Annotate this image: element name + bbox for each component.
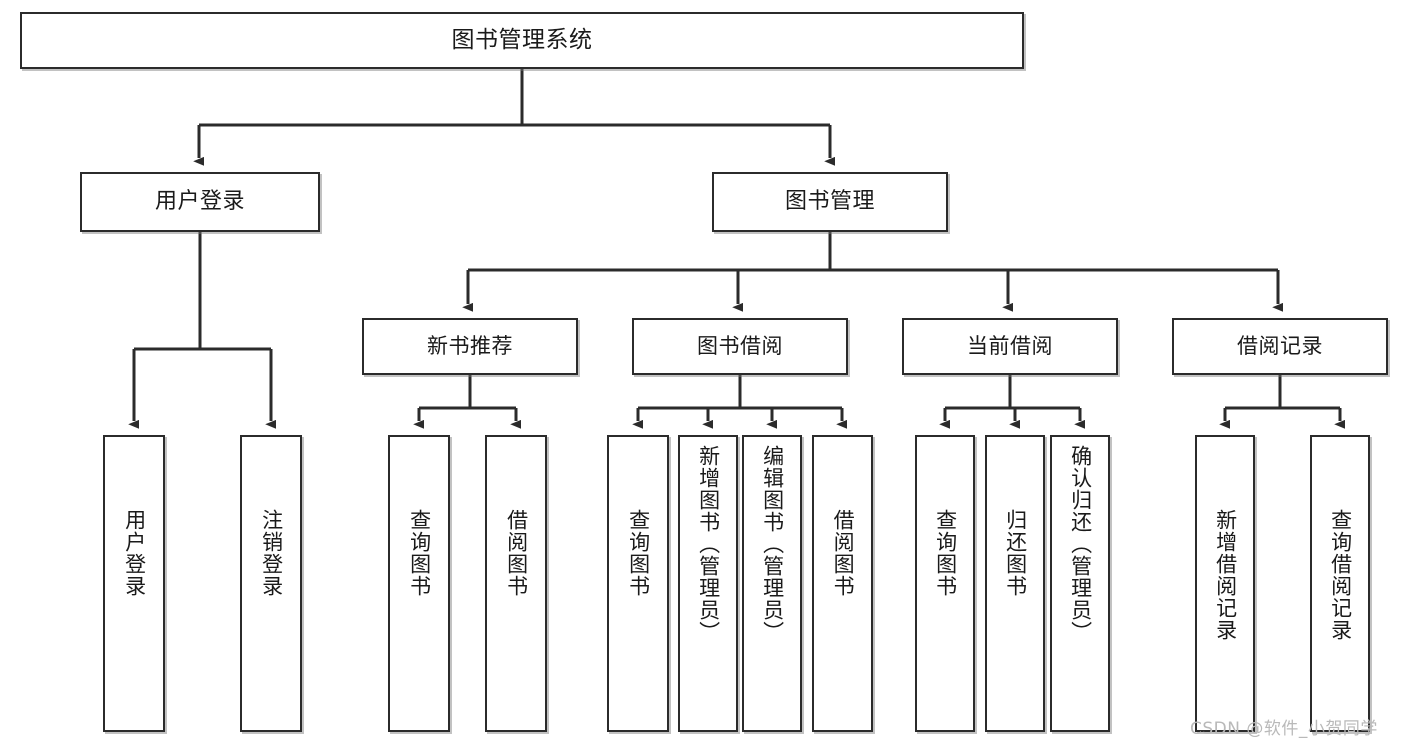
node-borrow-record[interactable]: 借阅记录 (1172, 318, 1388, 375)
leaf-return-book-label: 归还图书 (1003, 509, 1028, 597)
leaf-query-record-label: 查询借阅记录 (1328, 509, 1353, 641)
leaf-user-login-label: 用户登录 (122, 509, 147, 597)
leaf-logout[interactable]: 注销登录 (240, 435, 302, 732)
leaf-query-book-1-label: 查询图书 (407, 509, 432, 597)
node-user-login[interactable]: 用户登录 (80, 172, 320, 232)
leaf-borrow-book-2-label: 借阅图书 (831, 509, 856, 597)
leaf-add-record[interactable]: 新增借阅记录 (1195, 435, 1255, 732)
leaf-add-record-label: 新增借阅记录 (1213, 509, 1238, 641)
leaf-query-book-2[interactable]: 查询图书 (607, 435, 669, 732)
leaf-query-book-3[interactable]: 查询图书 (915, 435, 975, 732)
node-new-book-rec[interactable]: 新书推荐 (362, 318, 578, 375)
leaf-borrow-book-1-label: 借阅图书 (504, 509, 529, 597)
node-book-borrow-label: 图书借阅 (697, 334, 783, 359)
leaf-edit-book[interactable]: 编辑图书（管理员） (742, 435, 802, 732)
node-new-book-rec-label: 新书推荐 (427, 334, 513, 359)
leaf-add-book-label: 新增图书（管理员） (696, 445, 721, 643)
node-root-label: 图书管理系统 (451, 26, 593, 53)
node-current-borrow[interactable]: 当前借阅 (902, 318, 1118, 375)
leaf-add-book[interactable]: 新增图书（管理员） (678, 435, 738, 732)
leaf-edit-book-label: 编辑图书（管理员） (760, 445, 785, 643)
node-book-manage-label: 图书管理 (784, 189, 875, 215)
leaf-query-record[interactable]: 查询借阅记录 (1310, 435, 1370, 732)
leaf-confirm-return[interactable]: 确认归还（管理员） (1050, 435, 1110, 732)
leaf-logout-label: 注销登录 (259, 509, 284, 597)
node-current-borrow-label: 当前借阅 (967, 334, 1053, 359)
leaf-query-book-2-label: 查询图书 (626, 509, 651, 597)
leaf-borrow-book-1[interactable]: 借阅图书 (485, 435, 547, 732)
leaf-borrow-book-2[interactable]: 借阅图书 (812, 435, 873, 732)
csdn-watermark: CSDN @软件_小贺同学 (1190, 719, 1378, 739)
node-book-manage[interactable]: 图书管理 (712, 172, 948, 232)
node-root[interactable]: 图书管理系统 (20, 12, 1024, 69)
leaf-query-book-1[interactable]: 查询图书 (388, 435, 450, 732)
node-book-borrow[interactable]: 图书借阅 (632, 318, 848, 375)
node-user-login-label: 用户登录 (154, 189, 245, 215)
leaf-query-book-3-label: 查询图书 (933, 509, 958, 597)
node-borrow-record-label: 借阅记录 (1237, 334, 1323, 359)
leaf-user-login[interactable]: 用户登录 (103, 435, 165, 732)
leaf-confirm-return-label: 确认归还（管理员） (1068, 445, 1093, 643)
leaf-return-book[interactable]: 归还图书 (985, 435, 1045, 732)
